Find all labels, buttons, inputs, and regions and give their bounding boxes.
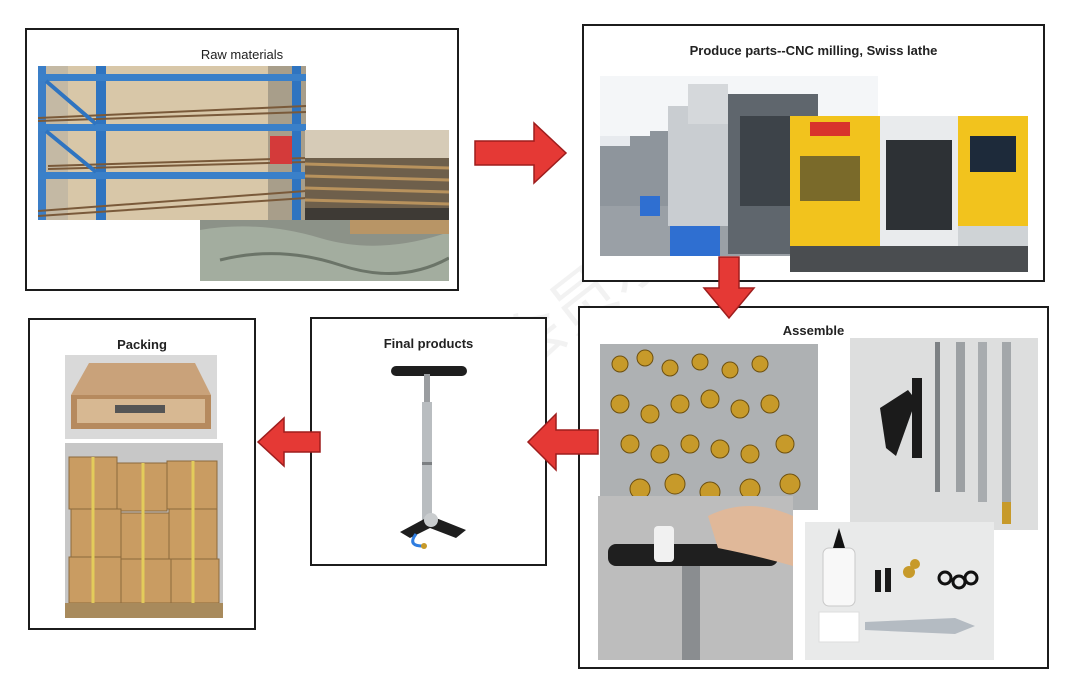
arrow-right-icon [474, 121, 568, 185]
final-products-title: Final products [383, 336, 474, 351]
assemble-title: Assemble [782, 323, 845, 338]
swiss-lathe-photo [790, 116, 1028, 272]
packing-box-photo [65, 355, 217, 439]
carton-stack-photo [65, 443, 223, 618]
oiling-hand-photo [598, 496, 793, 660]
produce-parts-title: Produce parts--CNC milling, Swiss lathe [689, 43, 938, 58]
arrow-down-icon [702, 256, 756, 320]
arrow-left-icon [256, 416, 321, 468]
hand-pump-photo [386, 362, 476, 552]
rods-handle-photo [850, 338, 1038, 530]
raw-materials-shelf-photo [38, 66, 306, 220]
raw-materials-wood-photo [305, 130, 449, 222]
raw-materials-tarp-photo [200, 220, 449, 281]
arrow-left-icon [526, 412, 599, 472]
brass-parts-photo [600, 344, 818, 510]
raw-materials-title: Raw materials [200, 47, 284, 62]
packing-title: Packing [117, 337, 167, 352]
kit-parts-photo [805, 522, 994, 660]
